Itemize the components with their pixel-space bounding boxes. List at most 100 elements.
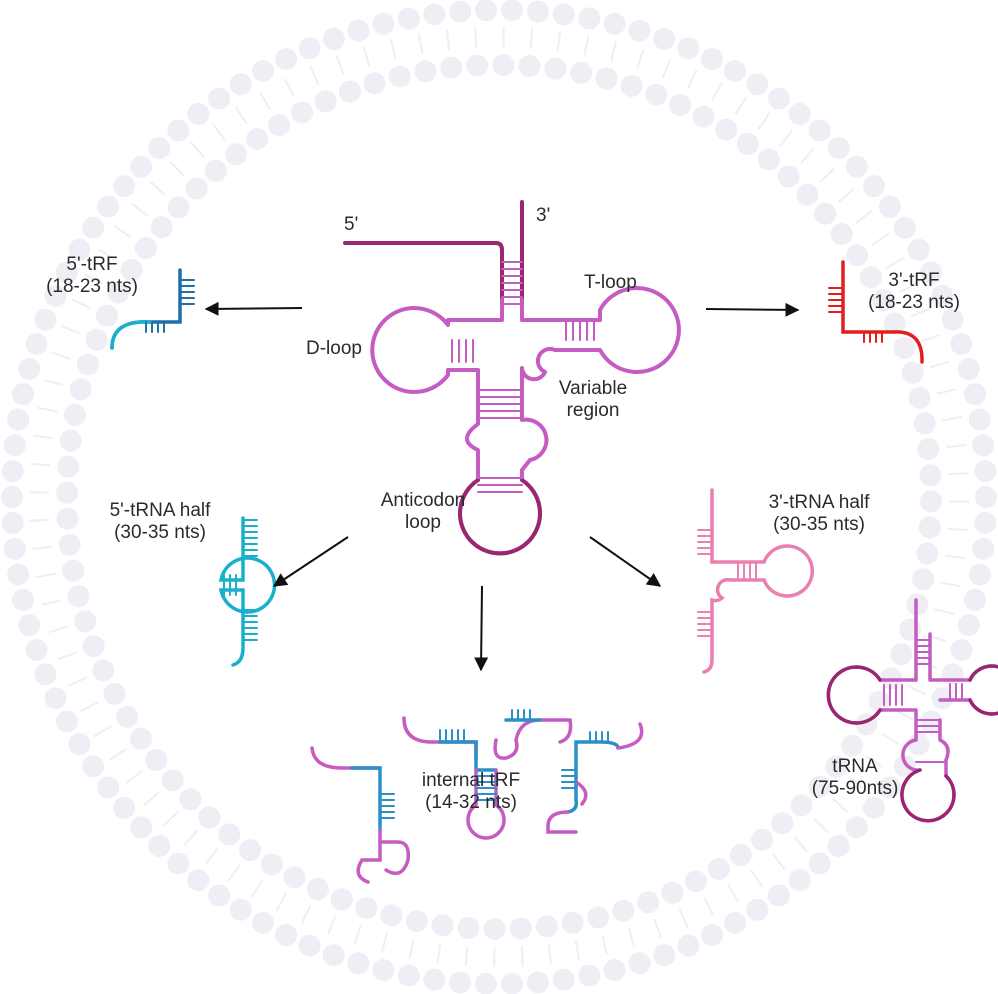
membrane-tail (934, 608, 955, 615)
membrane-head-inner (908, 386, 931, 409)
membrane-tail (686, 69, 698, 89)
membrane-tail (436, 943, 442, 964)
membrane-tail (727, 883, 739, 903)
arrow-to-five-half (272, 536, 349, 587)
membrane-tail (627, 927, 636, 948)
central-trna (343, 200, 681, 556)
membrane-tail (446, 29, 451, 50)
membrane-head-outer (893, 216, 916, 239)
membrane-tail (583, 35, 590, 56)
membrane-head-inner (825, 755, 848, 778)
membrane-tail (678, 908, 689, 928)
membrane-head-inner (167, 196, 190, 219)
membrane-head-outer (44, 284, 67, 307)
membrane-head-outer (968, 563, 991, 586)
membrane-head-outer (788, 102, 811, 125)
membrane-tail (48, 625, 69, 634)
small-trna-glyph (826, 598, 998, 823)
membrane-tail (31, 545, 52, 550)
membrane-head-inner (669, 93, 692, 116)
membrane-head-outer (55, 710, 78, 733)
membrane-head-inner (145, 749, 168, 771)
membrane-head-outer (972, 537, 995, 560)
membrane-head-inner (179, 788, 202, 811)
membrane-head-inner (790, 794, 813, 817)
membrane-head-outer (130, 816, 153, 839)
membrane-head-outer (827, 834, 850, 857)
trna-body (370, 286, 681, 556)
membrane-head-outer (974, 460, 997, 483)
three-trf-glyph (828, 260, 924, 364)
membrane-head-outer (82, 216, 105, 239)
membrane-head-outer (628, 19, 651, 42)
membrane-tail (51, 351, 72, 360)
arrow-to-three-half (589, 536, 662, 587)
membrane-head-inner (518, 55, 541, 78)
membrane-tail (855, 210, 873, 224)
membrane-tail (71, 298, 91, 310)
membrane-head-inner (661, 881, 684, 904)
membrane-head-outer (746, 73, 769, 96)
membrane-tail (601, 934, 608, 955)
membrane-head-inner (796, 183, 819, 206)
membrane-head-inner (107, 281, 130, 304)
membrane-head-inner (808, 775, 831, 798)
membrane-tail (84, 273, 104, 285)
membrane-head-inner (620, 74, 643, 97)
d-arm-rungs (451, 339, 474, 363)
membrane-tail (162, 811, 179, 827)
membrane-head-inner (872, 289, 895, 312)
membrane-head-outer (252, 60, 274, 82)
membrane-head-inner (130, 727, 152, 750)
anticodon-loop-arc (458, 478, 542, 556)
membrane-head-inner (544, 57, 567, 80)
membrane-head-inner (56, 481, 78, 504)
membrane-head-inner (150, 216, 173, 239)
membrane-head-outer (701, 924, 723, 946)
membrane-head-inner (830, 223, 853, 245)
membrane-head-inner (707, 857, 730, 880)
membrane-head-outer (941, 308, 964, 331)
membrane-tail (183, 830, 198, 847)
membrane-head-outer (167, 119, 190, 142)
membrane-tail (32, 434, 53, 440)
arrow-to-five-trf (204, 301, 303, 316)
membrane-head-outer (552, 968, 575, 991)
membrane-head-outer (968, 408, 991, 431)
membrane-tail (37, 406, 58, 413)
membrane-head-inner (67, 585, 90, 608)
membrane-head-outer (449, 971, 472, 994)
membrane-head-outer (372, 959, 395, 982)
membrane-head-inner (757, 148, 780, 171)
internal-trf-label: internal tRF (14-32 nts) (421, 770, 521, 813)
membrane-head-inner (692, 105, 715, 128)
membrane-head-inner (771, 812, 794, 835)
membrane-head-outer (82, 755, 105, 778)
membrane-head-outer (275, 924, 297, 946)
membrane-tail (68, 676, 88, 687)
membrane-tail (661, 58, 672, 79)
membrane-head-inner (901, 361, 924, 384)
membrane-head-outer (788, 869, 811, 892)
membrane-head-outer (475, 972, 497, 994)
membrane-tail (946, 444, 967, 449)
membrane-head-outer (724, 912, 746, 934)
membrane-tail (757, 112, 771, 130)
membrane-head-outer (148, 834, 171, 857)
membrane-tail (35, 572, 56, 579)
membrane-head-inner (912, 568, 935, 591)
membrane-head-outer (878, 776, 901, 799)
membrane-head-outer (746, 898, 769, 921)
membrane-tail (940, 581, 961, 588)
membrane-head-outer (25, 639, 48, 661)
internal-trf-fragment-left (310, 746, 411, 884)
membrane-head-outer (862, 175, 885, 198)
membrane-head-outer (964, 588, 986, 611)
membrane-head-outer (167, 852, 190, 875)
membrane-head-outer (552, 3, 575, 26)
membrane-head-outer (423, 968, 446, 991)
trna-label: tRNA (75-90nts) (811, 756, 899, 799)
membrane-head-outer (907, 238, 930, 261)
membrane-tail (734, 96, 748, 115)
